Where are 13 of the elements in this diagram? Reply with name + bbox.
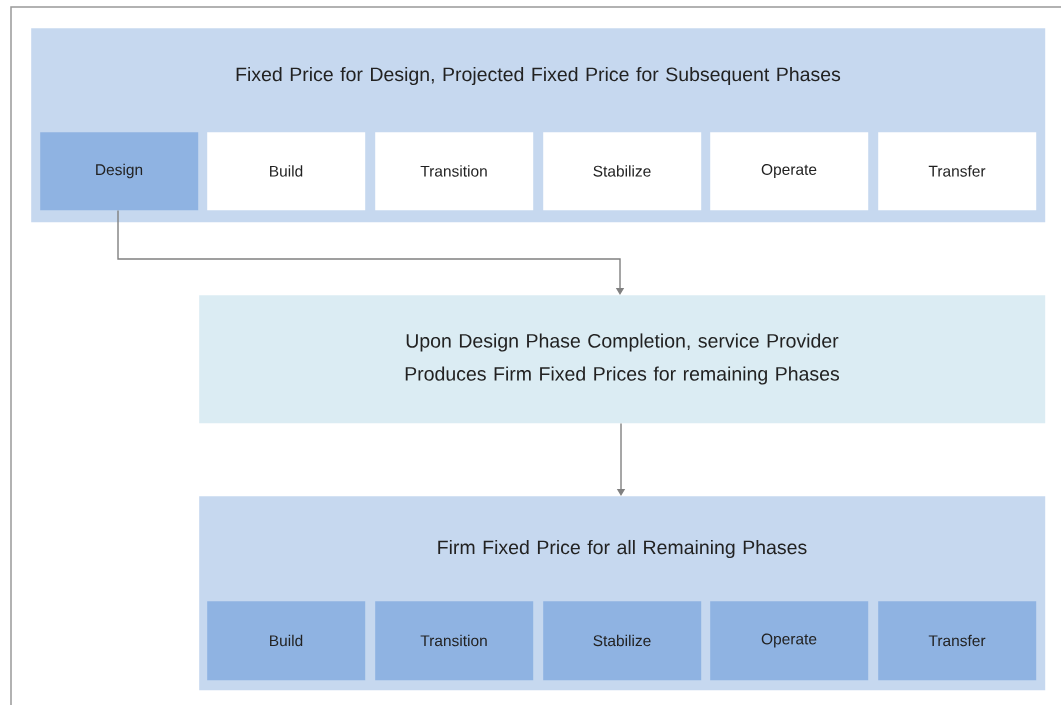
phase-box: Operate xyxy=(710,601,869,681)
phase-box: Transition xyxy=(375,132,534,211)
phase-box: Stabilize xyxy=(543,132,702,211)
arrow xyxy=(117,209,625,295)
phase-box: Transfer xyxy=(878,132,1037,211)
phase-box: Operate xyxy=(710,132,869,211)
process-box: Upon Design Phase Completion, service Provider Produces Firm Fixed Prices for remaining Phases xyxy=(199,295,1046,424)
phase-box: Transition xyxy=(375,601,534,681)
phase-box: Build xyxy=(207,132,366,211)
phase-box: Design xyxy=(40,132,199,211)
phase-box: Transfer xyxy=(878,601,1037,681)
phase-box: Build xyxy=(207,601,366,681)
phase-box: Stabilize xyxy=(543,601,702,681)
